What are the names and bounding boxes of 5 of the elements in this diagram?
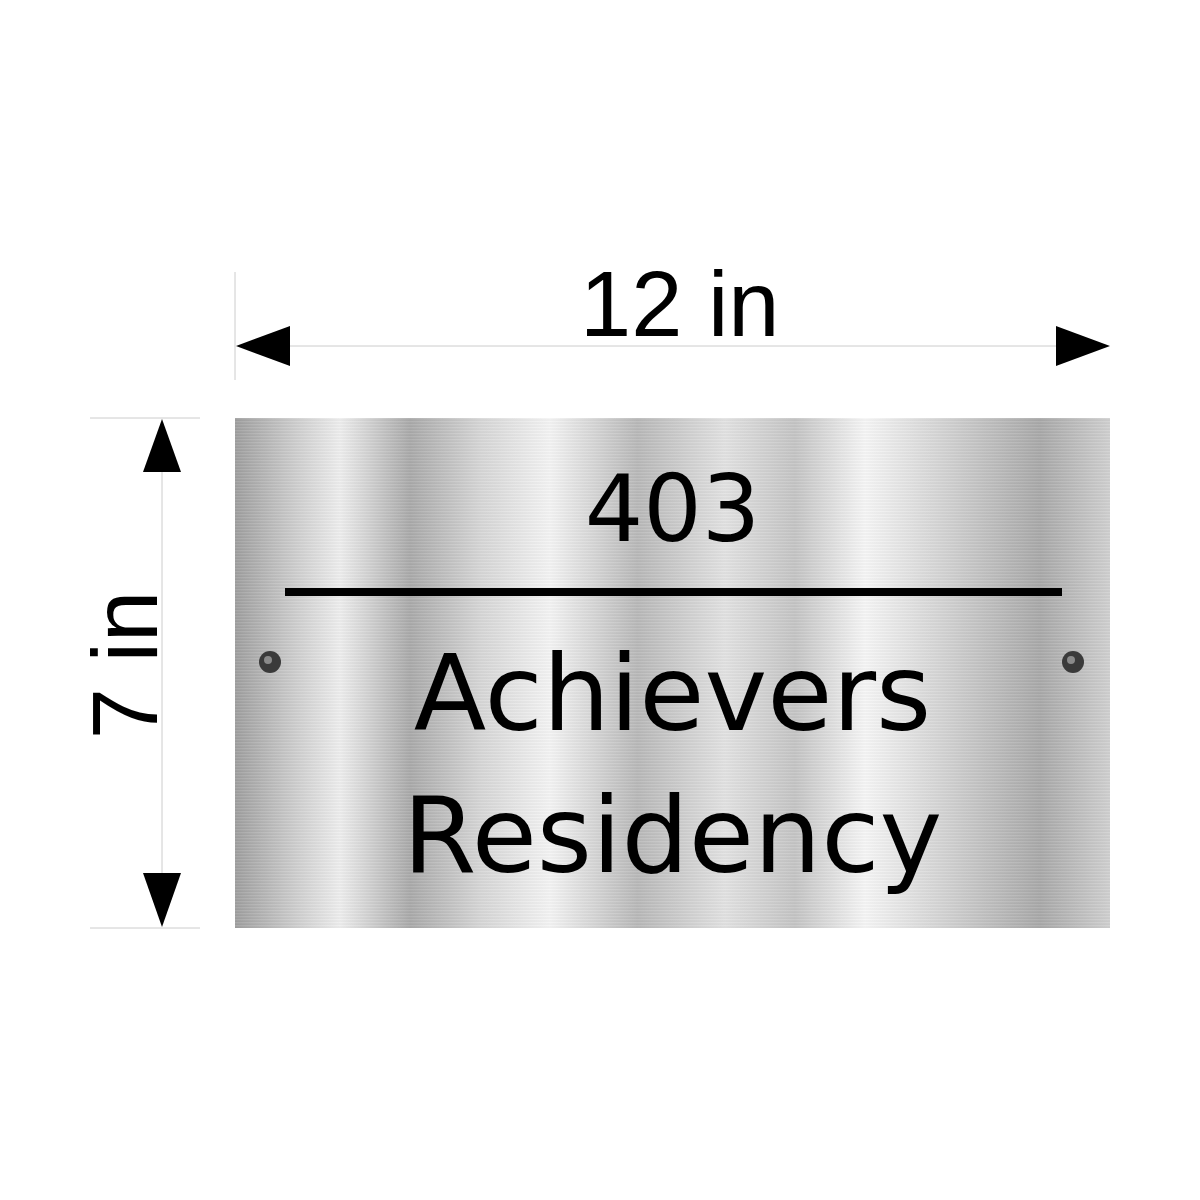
dimension-label: 12 in xyxy=(580,258,780,350)
sign-plate xyxy=(235,418,1110,928)
building-name: Achievers Residency xyxy=(401,631,944,899)
dimension-label: 7 in xyxy=(79,590,172,740)
room-number: 403 xyxy=(583,460,762,560)
